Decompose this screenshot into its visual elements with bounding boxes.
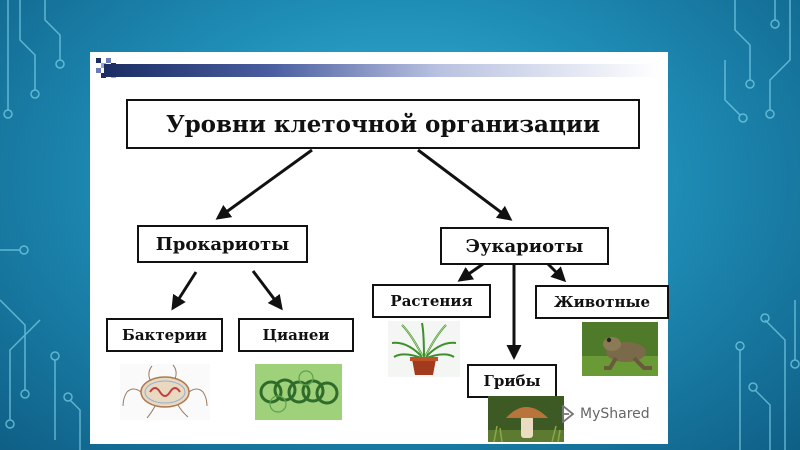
node-fungi: Грибы [467,364,557,398]
arrow-title-to-prokaryotes [215,148,313,220]
arrow-eukaryotes-to-animals [546,262,567,283]
arrow-eukaryotes-to-plants [457,262,484,282]
node-plants: Растения [372,284,491,318]
node-bacteria: Бактерии [106,318,223,352]
node-animals: Животные [535,285,669,319]
mushroom-image [488,396,564,442]
circuit-decoration-left [0,0,81,450]
circuit-decoration-right [724,0,800,450]
arrow-prokaryotes-to-cyanobacteria [251,270,283,311]
cyanobacteria-image [255,364,342,420]
arrow-title-to-eukaryotes [417,148,513,221]
plant-image [388,321,460,377]
bacteria-image [120,364,210,420]
node-prokaryotes: Прокариоты [137,225,308,263]
node-cyanobacteria: Цианеи [238,318,354,352]
watermark: MyShared [560,405,650,423]
node-eukaryotes: Эукариоты [440,227,609,265]
arrow-prokaryotes-to-bacteria [171,271,198,311]
watermark-text: MyShared [580,406,650,422]
diagram-title: Уровни клеточной организации [126,99,640,149]
slide-header-line [104,64,660,77]
myshared-logo-icon [562,405,575,423]
frog-image [582,322,658,376]
